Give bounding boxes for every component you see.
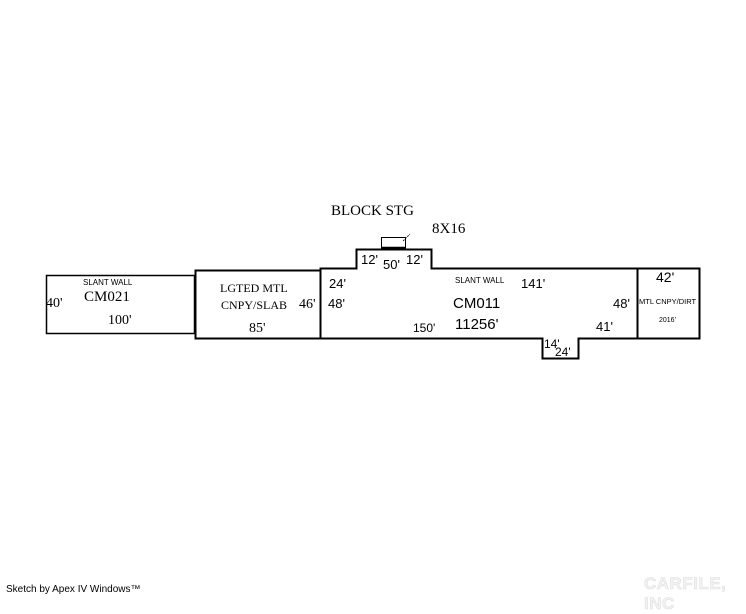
sketch-canvas: BLOCK STG 8X16 SLANT WALL CM021 40' 100'… xyxy=(6,203,726,614)
cm011-dim-left-upper: 24' xyxy=(329,276,346,291)
cm021-description: SLANT WALL xyxy=(83,278,133,287)
canopy-slab-desc-line1: LGTED MTL xyxy=(220,281,288,295)
area-dirt-canopy-outline xyxy=(636,267,701,340)
cm011-top-bump-left: 12' xyxy=(361,252,378,267)
canopy-slab-dim-right: 46' xyxy=(299,297,316,312)
cm011-dim-right: 48' xyxy=(613,296,630,311)
cm011-code: CM011 xyxy=(453,295,501,312)
cm021-dim-left: 40' xyxy=(46,296,63,311)
cm011-top-bump-right: 12' xyxy=(406,252,423,267)
cm021-dim-bottom: 100' xyxy=(108,313,132,328)
canopy-slab-desc-line2: CNPY/SLAB xyxy=(221,298,288,312)
cm011-bottom-bump-width: 24' xyxy=(555,345,571,359)
cm011-dim-left-lower: 48' xyxy=(328,296,345,311)
block-storage-size: 8X16 xyxy=(432,221,466,237)
canopy-slab-dim-bottom: 85' xyxy=(249,321,266,336)
cm011-top-bump-width: 50' xyxy=(383,257,400,272)
cm011-dim-bottom-right: 41' xyxy=(596,319,613,334)
dirt-canopy-dim-top: 42' xyxy=(656,269,675,285)
cm011-area: 11256' xyxy=(455,316,499,333)
dirt-canopy-area: 2016' xyxy=(659,317,676,324)
cm011-description: SLANT WALL xyxy=(455,276,505,285)
building-sketch-drawing xyxy=(45,233,701,360)
cm011-bottom-bump-depth: 14' xyxy=(544,337,560,351)
cm021-code: CM021 xyxy=(84,289,130,305)
sketch-credit: Sketch by Apex IV Windows™ xyxy=(6,584,141,595)
dirt-canopy-description: MTL CNPY/DIRT xyxy=(639,297,697,306)
block-storage-label: BLOCK STG xyxy=(331,203,414,219)
leader-arrow-icon xyxy=(402,233,411,242)
watermark: CARFILE, INC xyxy=(644,574,727,614)
cm011-dim-bottom-left: 150' xyxy=(413,321,436,335)
cm011-dim-top: 141' xyxy=(521,276,546,291)
